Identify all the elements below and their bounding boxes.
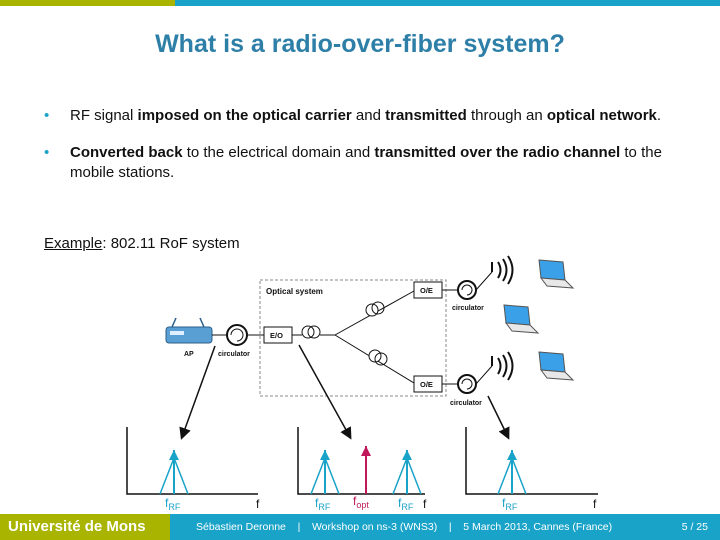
circulator-bottom-right-icon <box>457 374 477 394</box>
rof-diagram: Optical system AP circulator E/O O/E <box>126 255 598 512</box>
bullet-text: through an <box>466 107 547 124</box>
footer-bar: Université de Mons Sébastien Deronne | W… <box>0 514 720 540</box>
ap-label: AP <box>184 351 194 358</box>
bullet-text: . <box>656 107 662 124</box>
bullet-item: • RF signal imposed on the optical carri… <box>44 106 684 126</box>
bullet-item: • Converted back to the electrical domai… <box>44 143 684 183</box>
laptop-icon <box>538 351 575 381</box>
fiber-coil-icon <box>368 349 388 366</box>
bullet-bold: imposed on the optical carrier <box>137 107 352 124</box>
laptop-icon <box>503 304 540 334</box>
svg-text:fRF: fRF <box>502 496 518 512</box>
eo-label: E/O <box>270 331 283 340</box>
svg-text:f: f <box>256 497 260 511</box>
antenna-feed <box>475 365 493 385</box>
svg-text:fRF: fRF <box>398 496 414 512</box>
fiber-coil-icon <box>301 325 321 339</box>
page-number: 5 / 25 <box>681 521 708 533</box>
bullet-text: to the mobile stations. <box>70 144 662 181</box>
bullet-text: to the electrical domain and <box>182 144 375 161</box>
example-line: Example: 802.11 RoF system <box>44 235 240 252</box>
svg-text:fRF: fRF <box>165 496 181 512</box>
fiber-coil-icon <box>365 301 385 317</box>
footer-info: Sébastien Deronne | Workshop on ns-3 (WN… <box>170 514 720 540</box>
bullet-bold: optical network <box>546 107 657 124</box>
bullet-bold: transmitted <box>385 107 467 124</box>
top-accent-bar <box>0 0 720 6</box>
top-bar-blue <box>175 0 720 6</box>
spectrum-left: fRF f <box>126 427 260 512</box>
arrow-to-left-spectrum <box>179 345 216 440</box>
svg-text:fopt: fopt <box>353 494 369 510</box>
svg-text:f: f <box>423 497 427 511</box>
oe-top-label: O/E <box>420 286 433 295</box>
optical-system-box <box>259 279 447 397</box>
bullet-dot: • <box>44 144 50 161</box>
antenna-feed <box>475 271 493 291</box>
oe-bottom-label: O/E <box>420 380 433 389</box>
svg-text:f: f <box>593 497 597 511</box>
spectrum-right: fRF f <box>465 427 598 512</box>
footer-presentation-info: Sébastien Deronne | Workshop on ns-3 (WN… <box>196 521 613 533</box>
arrow-to-middle-spectrum <box>298 344 352 440</box>
bullet-bold: Converted back <box>70 144 183 161</box>
bullet-bold: transmitted over the radio channel <box>374 144 621 161</box>
example-label: Example <box>44 235 103 252</box>
bullet-dot: • <box>44 107 50 124</box>
circulator-left-label: circulator <box>218 351 250 358</box>
optical-system-label: Optical system <box>266 287 323 296</box>
antenna-top-icon <box>491 255 514 285</box>
example-text: : 802.11 RoF system <box>102 235 240 252</box>
laptop-icon <box>538 259 575 289</box>
bullet-text: RF signal <box>70 107 138 124</box>
circulator-top-right-label: circulator <box>452 305 484 312</box>
ap-router-icon <box>165 317 213 344</box>
arrow-to-right-spectrum <box>487 395 510 440</box>
svg-text:fRF: fRF <box>315 496 331 512</box>
circulator-bottom-right-label: circulator <box>450 400 482 407</box>
slide-title: What is a radio-over-fiber system? <box>155 30 565 58</box>
bullet-list: • RF signal imposed on the optical carri… <box>44 106 684 200</box>
antenna-bottom-icon <box>491 351 514 381</box>
circulator-top-right-icon <box>457 280 477 300</box>
circulator-left-icon <box>226 324 248 346</box>
university-name: Université de Mons <box>0 514 170 540</box>
top-bar-green <box>0 0 175 6</box>
spectrum-middle: fRF fopt fRF f <box>297 427 427 512</box>
bullet-text: and <box>351 107 386 124</box>
